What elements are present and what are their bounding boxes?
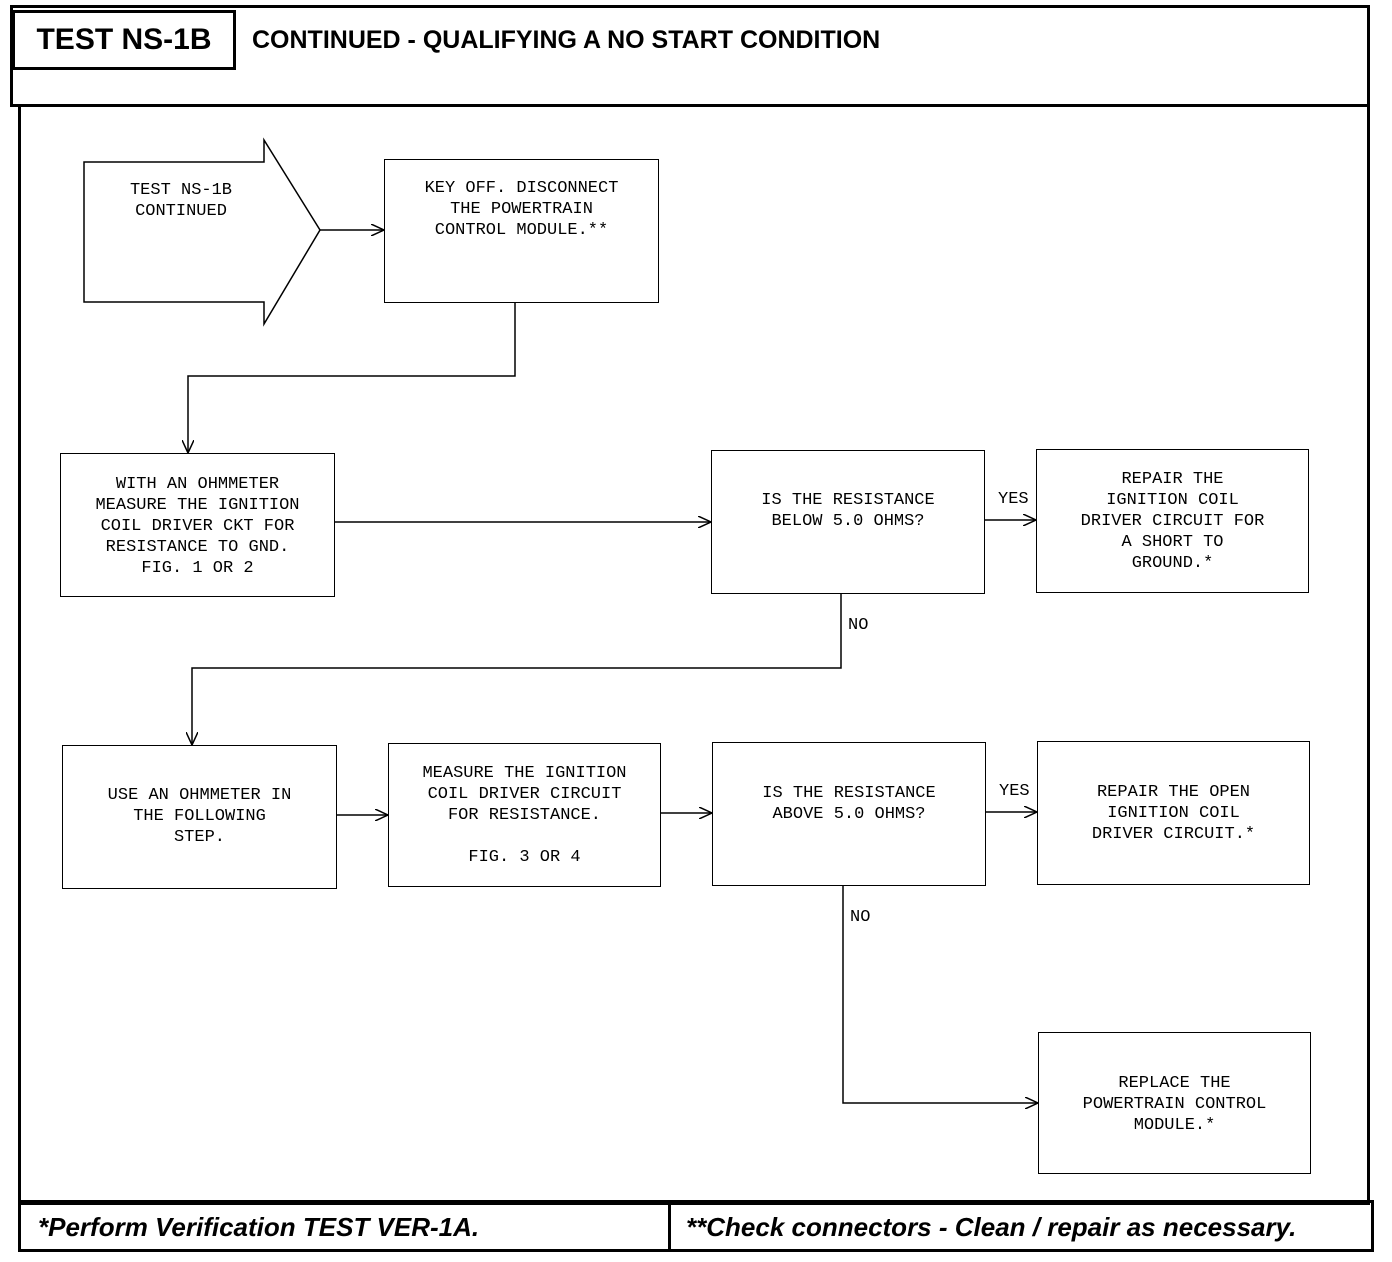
action-repair-open: REPAIR THE OPEN IGNITION COIL DRIVER CIR… (1037, 741, 1310, 885)
connector-keyoff-to-ohmmeter (188, 302, 516, 453)
footer-bar (18, 1200, 1374, 1252)
decision-resistance-below: IS THE RESISTANCE BELOW 5.0 OHMS? (711, 450, 985, 594)
footer-note-connectors: **Check connectors - Clean / repair as n… (686, 1211, 1297, 1242)
label-no-below: NO (848, 616, 869, 635)
step-key-off: KEY OFF. DISCONNECT THE POWERTRAIN CONTR… (384, 159, 659, 303)
test-id-label: TEST NS-1B (12, 10, 236, 70)
connector-below-no (192, 593, 842, 745)
page-border (10, 5, 1370, 107)
footer-note-verification: *Perform Verification TEST VER-1A. (38, 1211, 480, 1242)
step-measure-circuit: MEASURE THE IGNITION COIL DRIVER CIRCUIT… (388, 743, 661, 887)
label-yes-above: YES (999, 782, 1030, 801)
action-replace-pcm: REPLACE THE POWERTRAIN CONTROL MODULE.* (1038, 1032, 1311, 1174)
label-no-above: NO (850, 908, 871, 927)
diagram-area (18, 105, 1370, 1205)
step-ohmmeter-ground: WITH AN OHMMETER MEASURE THE IGNITION CO… (60, 453, 335, 597)
step-use-ohmmeter: USE AN OHMMETER IN THE FOLLOWING STEP. (62, 745, 337, 889)
connector-above-no (842, 885, 1038, 1103)
entry-block-arrow (83, 137, 321, 327)
decision-resistance-above: IS THE RESISTANCE ABOVE 5.0 OHMS? (712, 742, 986, 886)
footer-divider (668, 1202, 671, 1250)
label-yes-below: YES (998, 490, 1029, 509)
page-title: CONTINUED - QUALIFYING A NO START CONDIT… (252, 26, 881, 54)
entry-arrow-text: TEST NS-1B CONTINUED (129, 181, 233, 221)
action-repair-short: REPAIR THE IGNITION COIL DRIVER CIRCUIT … (1036, 449, 1309, 593)
